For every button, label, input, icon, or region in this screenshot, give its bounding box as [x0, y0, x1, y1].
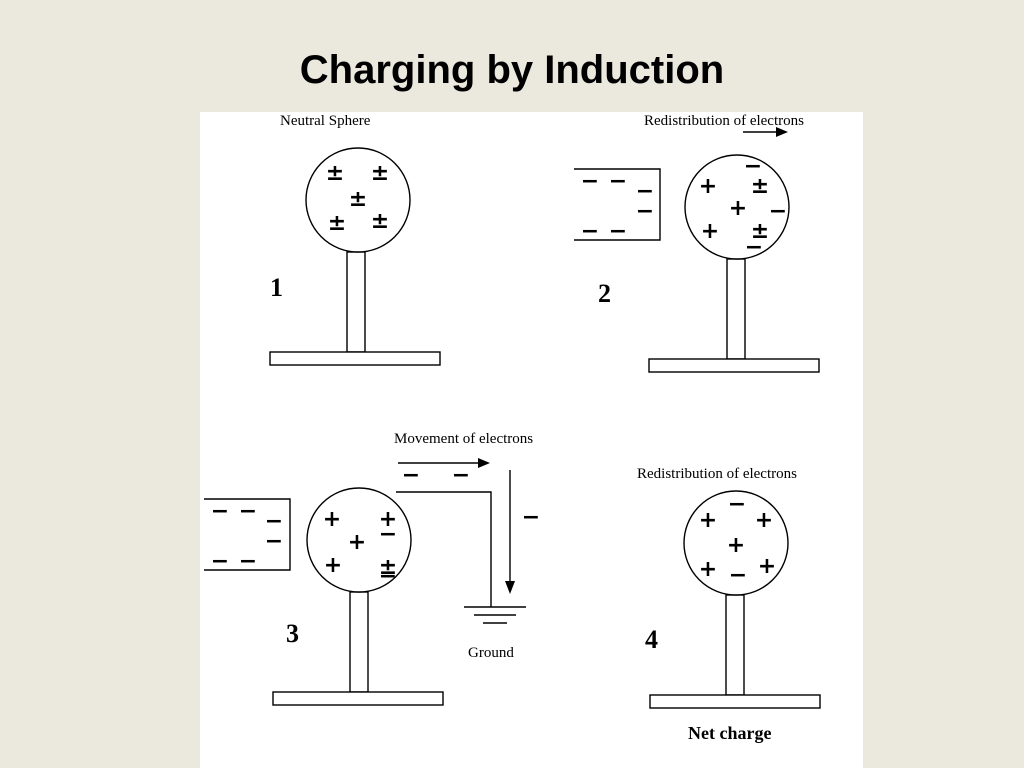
positive-charge: + — [348, 530, 366, 555]
charged-rod — [574, 168, 661, 241]
negative-charge: − — [211, 549, 229, 574]
arrowhead — [776, 127, 788, 137]
negative-charge: − — [581, 219, 599, 244]
neutral-charge: ± — [379, 555, 397, 580]
stand-base — [269, 351, 441, 366]
positive-charge: + — [324, 553, 342, 578]
stand-base — [649, 694, 821, 709]
ground-wire — [396, 491, 492, 607]
negative-charge: − — [265, 509, 283, 534]
panel-number: 2 — [598, 279, 611, 308]
negative-charge: − — [636, 179, 654, 204]
sphere — [684, 154, 790, 260]
arrowhead — [478, 458, 490, 468]
stand-base — [272, 691, 444, 706]
neutral-charge: ± — [328, 211, 346, 236]
negative-charge: − — [636, 199, 654, 224]
negative-charge: − — [581, 169, 599, 194]
negative-charge: − — [522, 505, 540, 530]
movement-label: Movement of electrons — [394, 431, 533, 447]
negative-charge: − — [729, 563, 747, 588]
positive-charge: + — [758, 554, 776, 579]
stand-post — [349, 591, 369, 693]
panel-number: 3 — [286, 619, 299, 648]
charged-rod — [204, 498, 291, 571]
stand-post — [725, 594, 745, 696]
panel-4: Redistribution of electrons − + + + + + … — [637, 466, 821, 743]
panel-1: Neutral Sphere ± ± ± ± ± 1 — [269, 113, 441, 366]
stand-post — [726, 258, 746, 360]
sphere — [683, 490, 789, 596]
negative-charge: − — [211, 499, 229, 524]
sphere — [305, 147, 411, 253]
stand-post — [346, 251, 366, 353]
panel-number: 4 — [645, 625, 658, 654]
arrowhead — [505, 581, 515, 594]
positive-charge: + — [701, 219, 719, 244]
positive-charge: + — [755, 508, 773, 533]
neutral-charge: ± — [751, 174, 769, 199]
negative-charge: − — [745, 235, 763, 260]
neutral-charge: ± — [326, 161, 344, 186]
negative-charge: − — [609, 219, 627, 244]
redistribution-label: Redistribution of electrons — [644, 113, 804, 129]
slide-title: Charging by Induction — [299, 48, 725, 92]
panel-3: Movement of electrons − − − − − − − − − … — [204, 431, 540, 706]
negative-charge: − — [402, 463, 420, 488]
negative-charge: − — [728, 492, 746, 517]
positive-charge: + — [699, 508, 717, 533]
negative-charge: − — [379, 564, 397, 589]
positive-charge: + — [729, 196, 747, 221]
panel-number: 1 — [270, 273, 283, 302]
sphere — [306, 487, 412, 593]
positive-charge: + — [699, 174, 717, 199]
negative-charge: − — [452, 463, 470, 488]
neutral-charge: ± — [371, 209, 389, 234]
positive-charge: + — [699, 557, 717, 582]
positive-charge: + — [727, 533, 745, 558]
negative-charge: − — [744, 154, 762, 179]
negative-charge: − — [379, 522, 397, 547]
net-charge-caption: Net charge — [688, 723, 771, 743]
neutral-charge: ± — [349, 187, 367, 212]
negative-charge: − — [769, 199, 787, 224]
induction-diagram: Neutral Sphere ± ± ± ± ± 1 Redistributio… — [200, 112, 863, 768]
neutral-charge: ± — [751, 219, 769, 244]
positive-charge: + — [323, 507, 341, 532]
panel-2: Redistribution of electrons − − − − − − … — [574, 113, 820, 373]
redistribution-label: Redistribution of electrons — [637, 466, 797, 482]
negative-charge: − — [265, 529, 283, 554]
neutral-charge: ± — [371, 161, 389, 186]
negative-charge: − — [609, 169, 627, 194]
negative-charge: − — [239, 499, 257, 524]
positive-charge: + — [379, 507, 397, 532]
ground-label: Ground — [468, 645, 514, 661]
negative-charge: − — [239, 549, 257, 574]
stand-base — [648, 358, 820, 373]
neutral-sphere-label: Neutral Sphere — [280, 113, 371, 129]
